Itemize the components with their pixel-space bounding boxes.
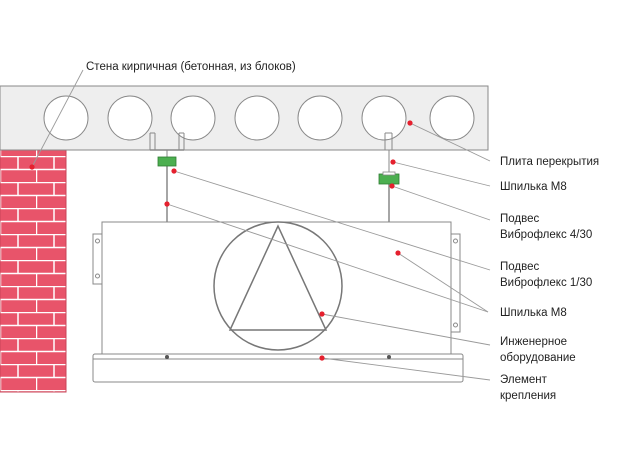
label-hanger-430-line2: Виброфлекс 4/30	[500, 229, 592, 241]
label-equipment-line1: Инженерное	[500, 336, 567, 348]
hanger-vibroflex-1-30	[378, 173, 400, 185]
label-hanger-130-line2: Виброфлекс 1/30	[500, 277, 592, 289]
label-wall: Стена кирпичная (бетонная, из блоков)	[86, 61, 296, 73]
equipment-flange-left	[92, 233, 103, 285]
label-hanger-130-line1: Подвес	[500, 261, 539, 273]
brick-wall	[0, 149, 67, 393]
leader-lines	[31, 69, 491, 381]
markers	[29, 120, 413, 361]
label-equipment-line2: оборудование	[500, 352, 576, 364]
fan-circle	[213, 221, 343, 351]
label-fastening-line1: Элемент	[500, 374, 548, 386]
label-stud-top: Шпилька М8	[500, 181, 567, 193]
label-stud-bottom: Шпилька М8	[500, 307, 567, 319]
label-hanger-430-line1: Подвес	[500, 213, 539, 225]
label-fastening-line2: крепления	[500, 390, 556, 402]
label-slab: Плита перекрытия	[500, 156, 599, 168]
slab-hollows	[43, 95, 475, 141]
hanger-vibroflex-4-30	[157, 156, 177, 167]
fan-triangle	[228, 224, 328, 331]
fastening-element	[92, 353, 464, 383]
equipment-flange-right	[450, 233, 461, 333]
